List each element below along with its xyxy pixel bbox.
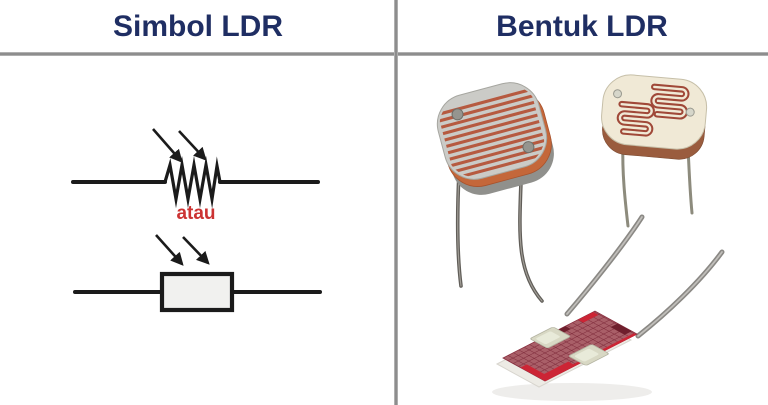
ldr-photo-disc-angled bbox=[601, 74, 708, 228]
chip-shadow bbox=[492, 383, 652, 401]
chip-grid-pattern bbox=[503, 311, 637, 381]
bentuk-ldr-panel bbox=[436, 74, 725, 401]
chip-pad bbox=[530, 327, 571, 349]
chip-lead-wires bbox=[564, 214, 725, 339]
electrode-dot bbox=[685, 107, 695, 117]
ldr-symbol-zigzag bbox=[71, 128, 320, 209]
ldr-symbol-box bbox=[73, 234, 322, 313]
simbol-ldr-panel bbox=[71, 128, 322, 313]
ldr-track-stripes bbox=[437, 88, 549, 180]
electrode-dot bbox=[451, 108, 464, 121]
zigzag-resistor-icon bbox=[163, 155, 222, 209]
vertical-divider bbox=[394, 0, 398, 405]
column-header-bentuk-label: Bentuk LDR bbox=[496, 9, 668, 43]
ldr-legs bbox=[455, 170, 544, 303]
column-header-simbol-label: Simbol LDR bbox=[113, 9, 283, 43]
ldr-photo-flat-chip bbox=[495, 214, 725, 388]
light-arrows-icon bbox=[152, 128, 207, 163]
column-header-simbol: Simbol LDR bbox=[0, 0, 396, 53]
column-header-bentuk: Bentuk LDR bbox=[396, 0, 768, 53]
or-label: atau bbox=[176, 203, 216, 224]
chip-pad bbox=[568, 344, 609, 366]
electrode-dot bbox=[522, 141, 535, 154]
box-resistor-icon bbox=[159, 271, 235, 313]
ldr-photo-disc-front bbox=[436, 82, 554, 303]
horizontal-divider bbox=[0, 52, 768, 56]
light-arrows-icon bbox=[155, 234, 210, 266]
electrode-dot bbox=[613, 89, 623, 99]
